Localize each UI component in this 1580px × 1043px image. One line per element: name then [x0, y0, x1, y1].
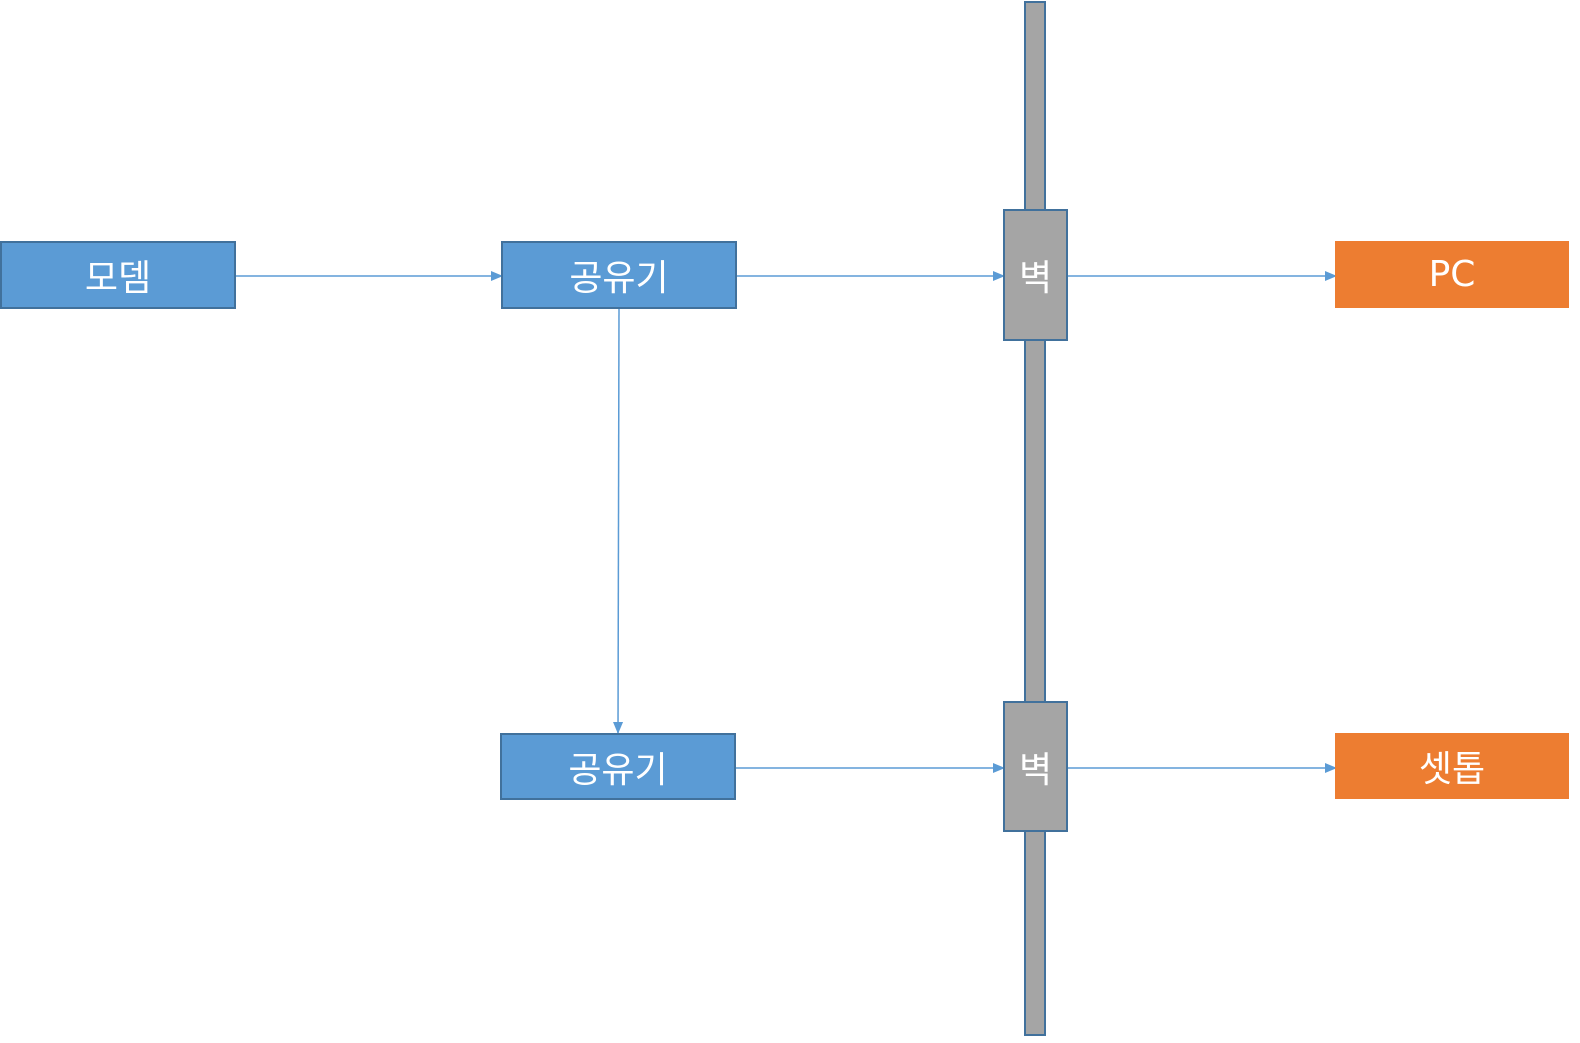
wall-bottom-label: 벽: [1018, 749, 1053, 791]
wall-top-label: 벽: [1018, 258, 1053, 299]
router-top-label: 공유기: [569, 258, 669, 299]
connector-router-to-router: [613, 308, 624, 734]
modem-node: 모뎀: [0, 241, 236, 309]
wall-top-node: 벽: [1003, 209, 1068, 341]
router-bottom-label: 공유기: [568, 749, 668, 791]
wall-bar: [1024, 1, 1046, 1036]
settop-node: 셋톱: [1335, 733, 1569, 799]
router-bottom-node: 공유기: [500, 733, 736, 800]
settop-label: 셋톱: [1418, 749, 1486, 790]
modem-label: 모뎀: [84, 258, 152, 299]
wall-bottom-node: 벽: [1003, 701, 1068, 832]
pc-node: PC: [1335, 241, 1569, 308]
router-top-node: 공유기: [501, 241, 737, 309]
pc-label: PC: [1428, 254, 1476, 295]
